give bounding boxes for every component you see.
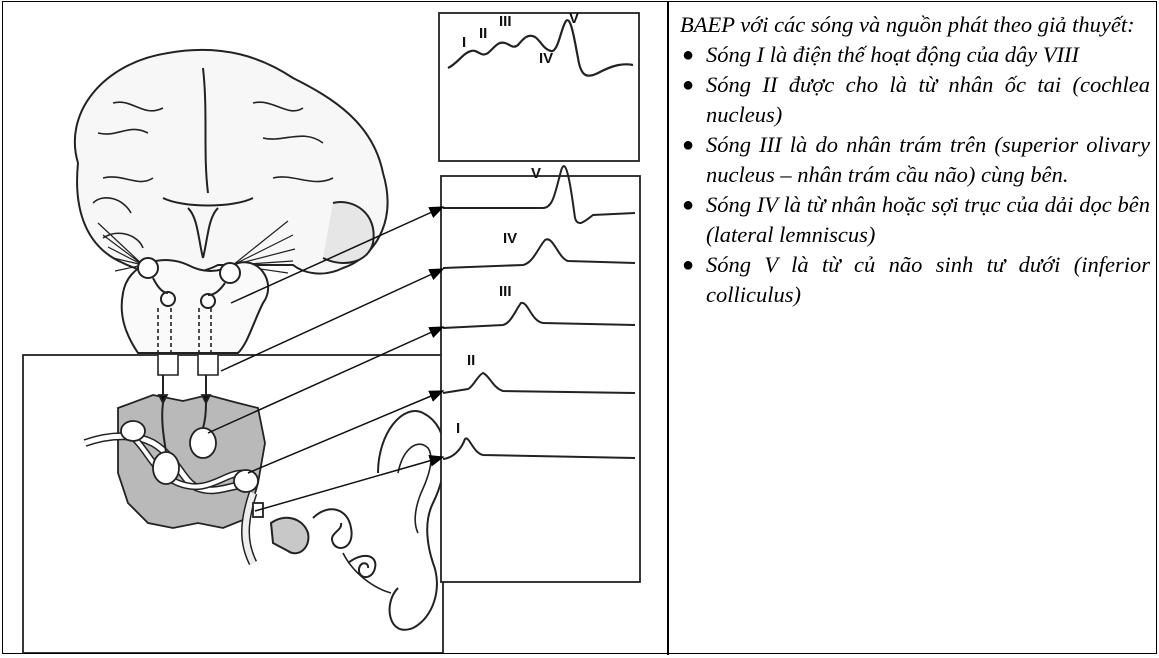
wave-label-v: V bbox=[531, 165, 541, 182]
bullet-icon: ● bbox=[682, 250, 694, 280]
component-waveforms-box bbox=[441, 176, 640, 582]
brain-drawing bbox=[75, 50, 388, 353]
list-item: ● Sóng IV là từ nhân hoặc sợi trục của dả… bbox=[680, 190, 1150, 250]
wave-label-iii: III bbox=[499, 283, 512, 300]
bullet-icon: ● bbox=[682, 70, 694, 100]
wave-label-ii: II bbox=[467, 352, 475, 369]
baep-caption: BAEP với các sóng và nguồn phát theo giả… bbox=[680, 10, 1150, 310]
wave-label-iv: IV bbox=[503, 230, 517, 247]
list-item: ● Sóng II được cho là từ nhân ốc tai (coc… bbox=[680, 70, 1150, 130]
caption-intro: BAEP với các sóng và nguồn phát theo giả… bbox=[680, 10, 1150, 40]
wave-label-i: I bbox=[456, 420, 460, 437]
brainstem-auditory-pathway-diagram: I II III IV V V IV III II I bbox=[3, 3, 665, 653]
composite-label-iv: IV bbox=[539, 50, 553, 67]
bullet-icon: ● bbox=[682, 130, 694, 160]
list-item: ● Sóng III là do nhân trám trên (superior… bbox=[680, 130, 1150, 190]
composite-label-v: V bbox=[569, 10, 579, 27]
composite-label-iii: III bbox=[499, 13, 512, 30]
baep-illustration: I II III IV V V IV III II I bbox=[3, 3, 665, 653]
column-divider bbox=[667, 1, 669, 655]
list-item: ● Sóng I là điện thế hoạt động của dây VI… bbox=[680, 40, 1150, 70]
composite-waveform-box bbox=[439, 13, 639, 161]
wave-generator-list: ● Sóng I là điện thế hoạt động của dây VI… bbox=[680, 40, 1150, 310]
bullet-icon: ● bbox=[682, 190, 694, 220]
bullet-icon: ● bbox=[682, 40, 694, 70]
list-item-text: Sóng II được cho là từ nhân ốc tai (coch… bbox=[706, 72, 1150, 127]
composite-label-ii: II bbox=[479, 25, 487, 42]
list-item-text: Sóng I là điện thế hoạt động của dây VII… bbox=[706, 42, 1079, 67]
list-item-text: Sóng IV là từ nhân hoặc sợi trục của dải… bbox=[706, 192, 1150, 247]
list-item-text: Sóng III là do nhân trám trên (superior … bbox=[706, 132, 1150, 187]
list-item-text: Sóng V là từ củ não sinh tư dưới (inferi… bbox=[706, 252, 1150, 307]
composite-label-i: I bbox=[462, 34, 466, 51]
list-item: ● Sóng V là từ củ não sinh tư dưới (infer… bbox=[680, 250, 1150, 310]
